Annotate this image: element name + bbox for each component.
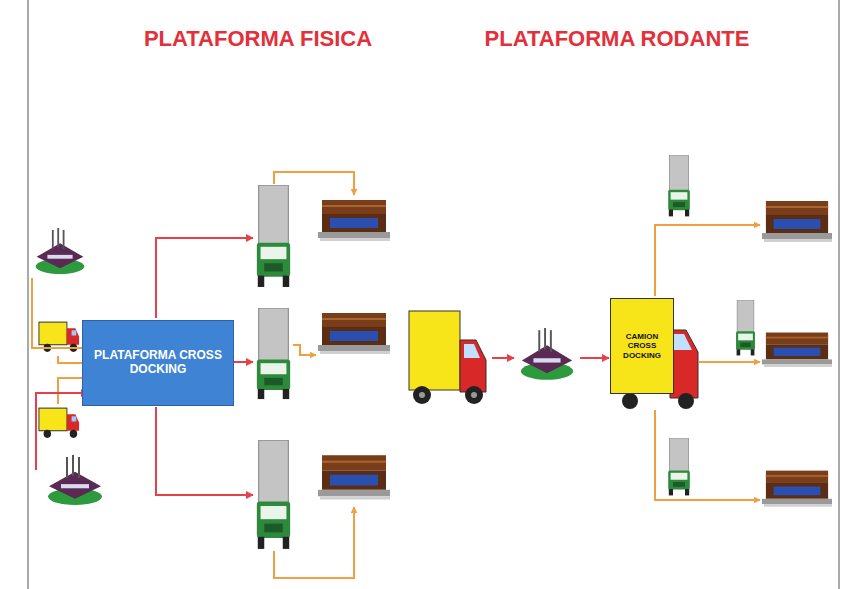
flow-arrow [36, 393, 88, 470]
delivery-line [293, 345, 316, 355]
delivery-truck-icon [257, 185, 290, 287]
delivery-truck-icon [736, 300, 755, 355]
store-icon [318, 313, 390, 354]
frame-line [28, 0, 29, 589]
factory-icon [48, 455, 102, 505]
platform-box: PLATAFORMA CROSS DOCKING [82, 320, 234, 406]
truck-cargo-box: CAMION CROSS DOCKING [610, 298, 674, 394]
store-icon [762, 201, 832, 242]
flow-arrow [32, 278, 88, 348]
box-label: PLATAFORMA CROSS DOCKING [83, 349, 233, 377]
delivery-truck-icon [257, 440, 290, 549]
box-label: CAMION CROSS DOCKING [611, 332, 673, 360]
delivery-line [274, 507, 354, 578]
truck-icon [39, 408, 79, 438]
delivery-truck-icon [668, 438, 690, 495]
section-heading: PLATAFORMA RODANTE [485, 26, 750, 52]
factory-icon [521, 328, 573, 380]
truck-wheel [678, 393, 694, 409]
delivery-truck-icon [668, 155, 690, 216]
flow-arrow [156, 407, 253, 495]
delivery-line [274, 172, 354, 195]
delivery-line [699, 361, 760, 363]
factory-icon [36, 228, 85, 274]
truck-window [673, 334, 692, 350]
section-heading: PLATAFORMA FISICA [144, 26, 372, 52]
delivery-line [655, 225, 760, 296]
frame-line [839, 0, 840, 589]
delivery-truck-icon [257, 308, 290, 399]
store-icon [762, 471, 832, 507]
flow-arrow [156, 238, 253, 318]
truck-cab [670, 330, 698, 398]
truck-wheel [622, 393, 638, 409]
store-icon [318, 200, 390, 241]
store-icon [762, 333, 832, 367]
flow-arrow [580, 357, 609, 359]
store-icon [318, 455, 390, 499]
delivery-line [655, 410, 760, 500]
truck-icon [409, 311, 486, 404]
flow-arrow [492, 357, 514, 359]
